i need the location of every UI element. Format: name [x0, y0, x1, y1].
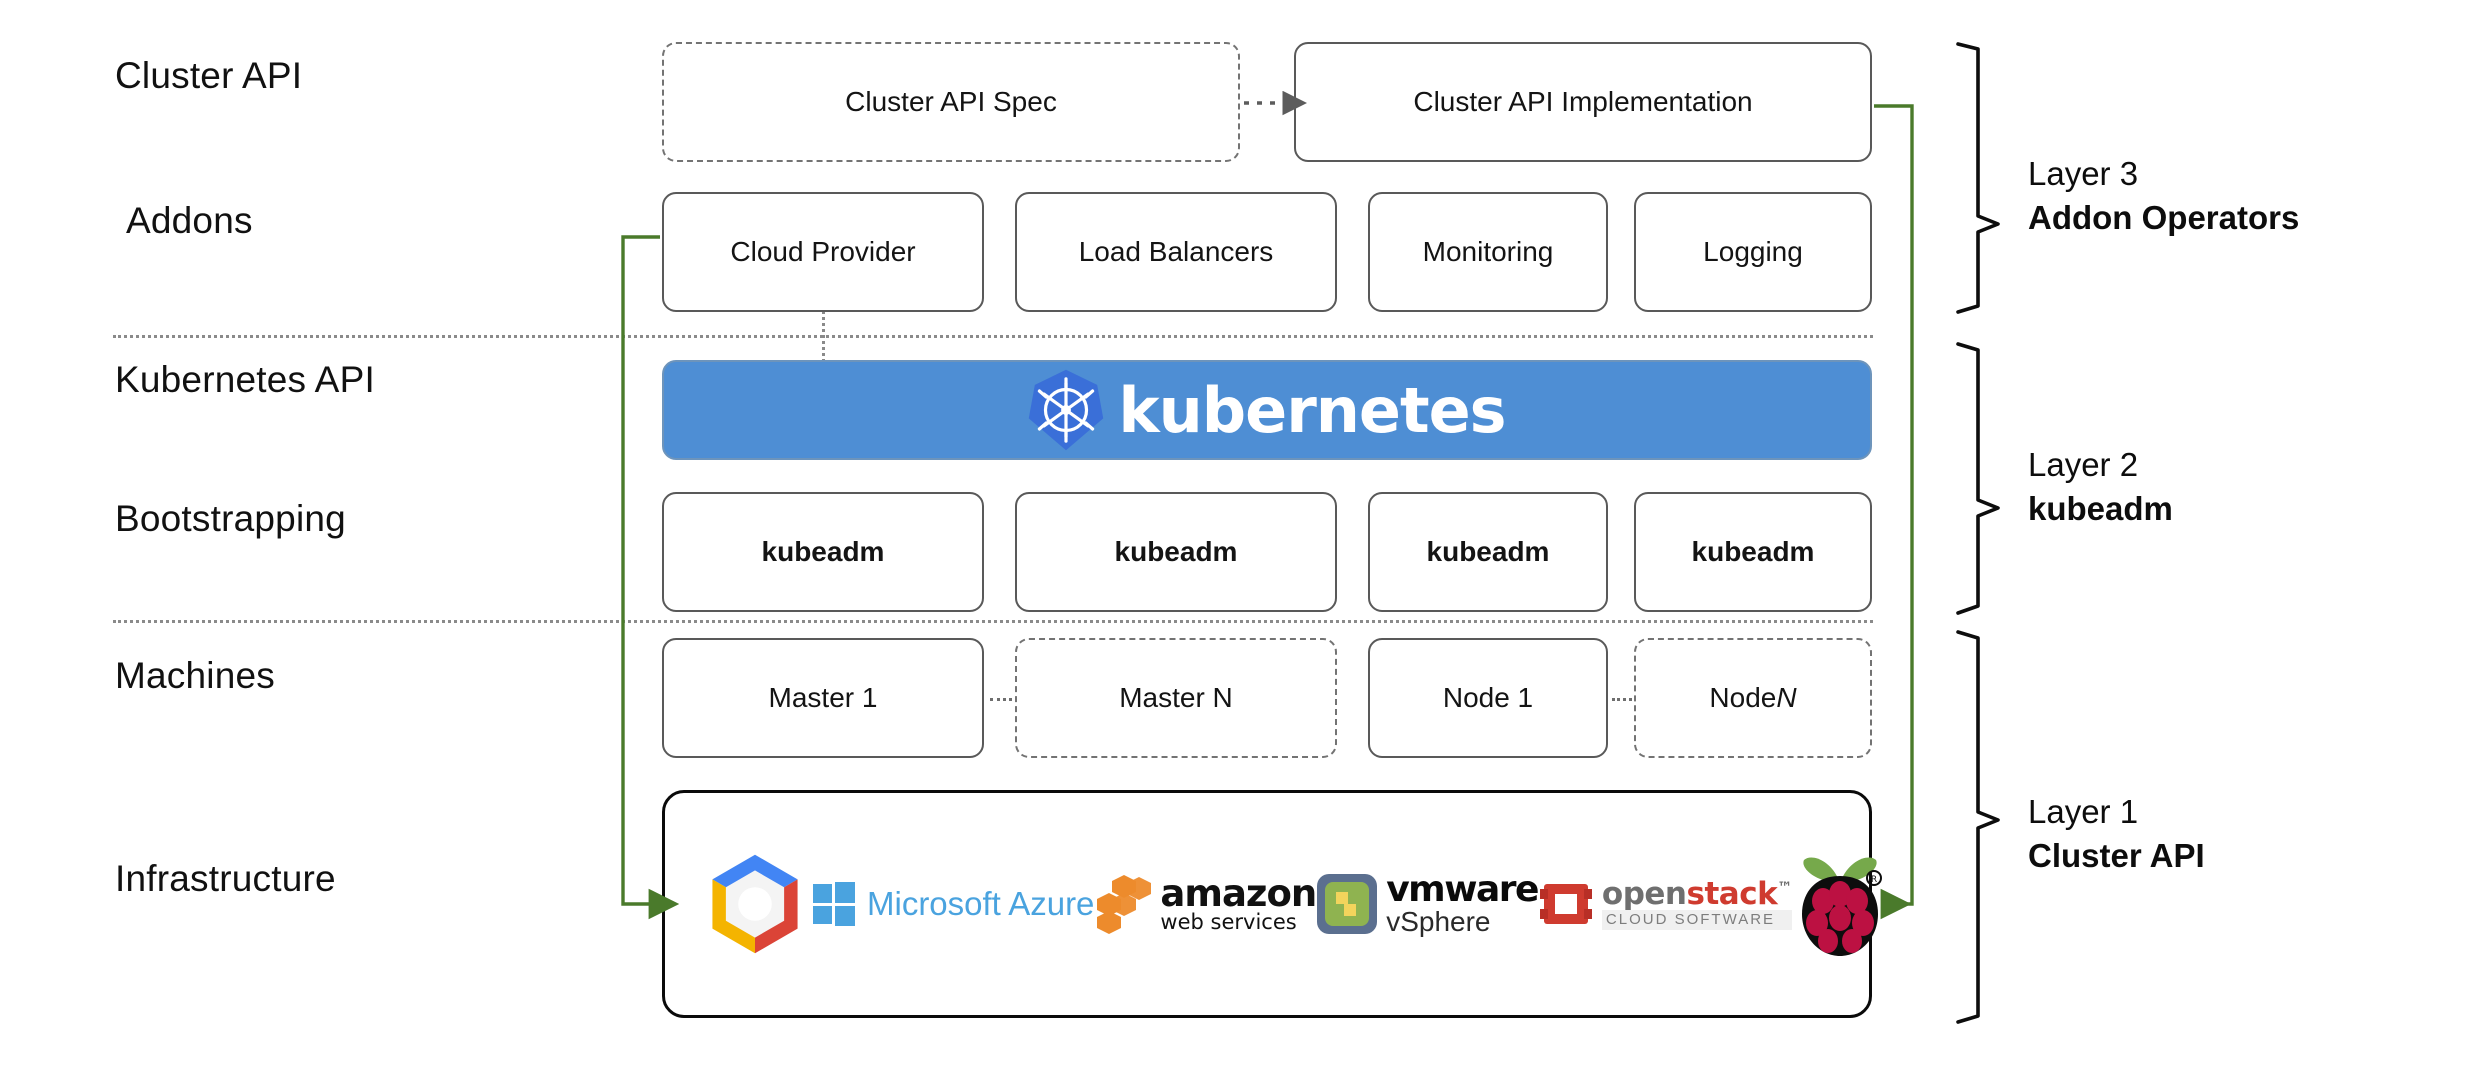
raspberry-pi-logo: R — [1792, 848, 1888, 960]
node-label: Master 1 — [768, 682, 878, 714]
node-label: kubeadm — [761, 536, 885, 568]
row-label-cluster-api: Cluster API — [115, 55, 303, 96]
kubernetes-wordmark: kubernetes — [1118, 373, 1506, 447]
node-kubeadm-2[interactable]: kubeadm — [1015, 492, 1337, 612]
layer-number: Layer 3 — [2028, 155, 2139, 192]
layer-name: Cluster API — [2028, 836, 2205, 874]
amazon-web-services-logo: amazon web services — [1094, 873, 1317, 935]
layer-name: kubeadm — [2028, 489, 2173, 527]
node-cloud-provider[interactable]: Cloud Provider — [662, 192, 984, 312]
node-label: kubeadm — [1691, 536, 1815, 568]
node-label: Master N — [1119, 682, 1233, 714]
node-label: Logging — [1703, 236, 1803, 268]
row-label-addons: Addons — [126, 200, 253, 241]
connector-cloud-provider-to-kubernetes — [822, 310, 825, 370]
node-label: Node — [1709, 682, 1777, 714]
link-node1-noden — [1612, 698, 1632, 701]
node-label: kubeadm — [1114, 536, 1238, 568]
brace-layer-2 — [1956, 342, 2000, 615]
row-label-machines: Machines — [115, 655, 275, 696]
node-logging[interactable]: Logging — [1634, 192, 1872, 312]
microsoft-azure-logo: Microsoft Azure — [811, 881, 1094, 927]
openstack-logo: openstack™ CLOUD SOFTWARE — [1538, 876, 1792, 932]
node-label: Monitoring — [1422, 236, 1554, 268]
node-label-italic: N — [1776, 682, 1797, 714]
brace-layer-1 — [1956, 630, 2000, 1024]
vmware-vsphere-logo: vmware vSphere — [1316, 872, 1539, 936]
node-load-balancers[interactable]: Load Balancers — [1015, 192, 1337, 312]
layer-name: Addon Operators — [2028, 198, 2300, 236]
node-node-n[interactable]: Node N — [1634, 638, 1872, 758]
brace-layer-3 — [1956, 42, 2000, 314]
infrastructure-container: Microsoft Azure amazon web services — [662, 790, 1882, 1018]
node-cluster-api-implementation[interactable]: Cluster API Implementation — [1294, 42, 1872, 162]
row-label-infrastructure: Infrastructure — [115, 858, 336, 899]
node-label: Node 1 — [1442, 682, 1534, 714]
arrow-implementation-to-infrastructure — [1874, 104, 1914, 920]
layer-number: Layer 2 — [2028, 446, 2139, 483]
node-label: Cluster API Implementation — [1413, 86, 1753, 118]
row-label-bootstrapping: Bootstrapping — [115, 498, 346, 539]
node-master-n[interactable]: Master N — [1015, 638, 1337, 758]
row-label-kubernetes-api: Kubernetes API — [115, 359, 375, 400]
node-master-1[interactable]: Master 1 — [662, 638, 984, 758]
layer-label-1: Layer 1 Cluster API — [2028, 790, 2205, 878]
node-kubeadm-1[interactable]: kubeadm — [662, 492, 984, 612]
node-cluster-api-spec[interactable]: Cluster API Spec — [662, 42, 1240, 162]
node-monitoring[interactable]: Monitoring — [1368, 192, 1608, 312]
node-label: Cloud Provider — [730, 236, 916, 268]
node-kubeadm-3[interactable]: kubeadm — [1368, 492, 1608, 612]
separator-layer2-layer1 — [113, 620, 1873, 623]
layer-number: Layer 1 — [2028, 793, 2139, 830]
google-cloud-platform-logo — [699, 848, 811, 960]
node-kubeadm-4[interactable]: kubeadm — [1634, 492, 1872, 612]
kubernetes-banner: kubernetes — [662, 360, 1872, 460]
link-master1-mastern — [990, 698, 1012, 701]
layer-label-3: Layer 3 Addon Operators — [2028, 152, 2299, 240]
separator-layer3-layer2 — [113, 335, 1873, 338]
node-label: Cluster API Spec — [845, 86, 1057, 118]
node-node-1[interactable]: Node 1 — [1368, 638, 1608, 758]
layer-label-2: Layer 2 kubeadm — [2028, 443, 2173, 531]
azure-wordmark: Microsoft Azure — [867, 885, 1095, 922]
node-label: Load Balancers — [1078, 236, 1274, 268]
svg-text:R: R — [1871, 875, 1877, 885]
node-label: kubeadm — [1426, 536, 1550, 568]
kubernetes-helm-logo — [1028, 368, 1104, 452]
